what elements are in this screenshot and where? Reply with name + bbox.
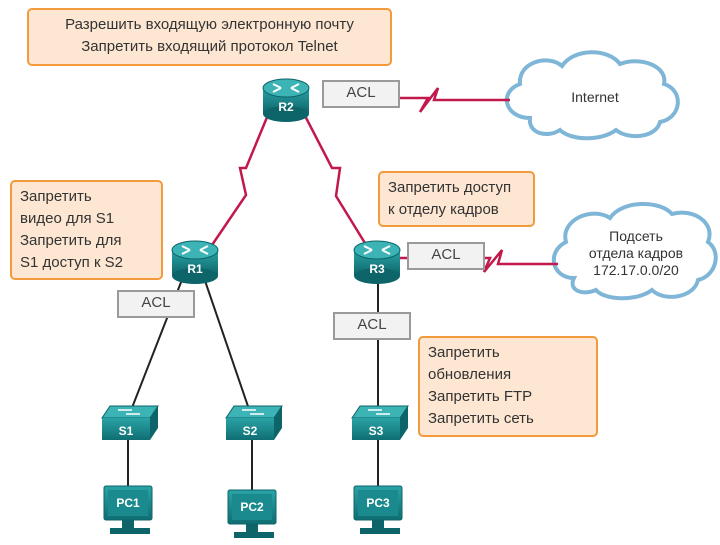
switch-s3[interactable] <box>351 405 409 440</box>
router-r2-label: R2 <box>278 100 294 114</box>
router-r3[interactable] <box>353 240 401 284</box>
serial-link-r2-internet <box>400 87 510 113</box>
note-r2-line-1: Разрешить входящую электронную почту <box>65 16 354 33</box>
note-r1-line-4: S1 доступ к S2 <box>20 254 124 271</box>
switch-s1[interactable] <box>101 405 159 440</box>
serial-link-r2-r3 <box>300 109 370 249</box>
note-r2-line-2: Запретить входящий протокол Telnet <box>81 38 338 55</box>
note-r2-rules: Разрешить входящую электронную почту Зап… <box>27 8 392 66</box>
acl-r3-right[interactable]: ACL <box>407 242 485 270</box>
pc-pc3-label: PC3 <box>366 496 390 510</box>
note-s3-line-4: Запретить сеть <box>428 410 534 427</box>
acl-r1[interactable]: ACL <box>117 290 195 318</box>
router-r3-label: R3 <box>369 262 385 276</box>
note-s3-line-1: Запретить <box>428 344 500 361</box>
serial-link-r2-r1 <box>208 109 272 249</box>
switch-s3-label: S3 <box>368 424 384 438</box>
pc-pc3[interactable] <box>353 485 403 534</box>
switch-s1-label: S1 <box>118 424 134 438</box>
note-s3-line-2: обновления <box>428 366 512 383</box>
internet-label: Internet <box>540 89 650 106</box>
note-s3-line-3: Запретить FTP <box>428 388 533 405</box>
note-r1-line-3: Запретить для <box>20 232 122 249</box>
acl-r2[interactable]: ACL <box>322 80 400 108</box>
router-r1[interactable] <box>171 240 219 284</box>
note-r1-line-2: видео для S1 <box>20 210 115 227</box>
hr-subnet-line-3: 172.17.0.0/20 <box>593 262 679 278</box>
pc-pc2-label: PC2 <box>240 500 264 514</box>
acl-r3-down[interactable]: ACL <box>333 312 411 340</box>
hr-subnet-label: Подсеть отдела кадров 172.17.0.0/20 <box>566 228 706 279</box>
note-r3-line-2: к отделу кадров <box>388 201 499 218</box>
pc-pc1[interactable] <box>103 485 153 534</box>
internet-cloud <box>504 50 680 141</box>
router-r2[interactable] <box>262 78 310 122</box>
router-r1-label: R1 <box>187 262 203 276</box>
hr-subnet-cloud <box>551 201 718 301</box>
note-r3-line-1: Запретить доступ <box>388 179 512 196</box>
internet-label-line-1: Internet <box>571 89 619 105</box>
hr-subnet-line-1: Подсеть <box>609 228 663 244</box>
note-r3-rules: Запретить доступ к отделу кадров <box>378 171 535 227</box>
link-r1-s2 <box>201 271 253 419</box>
ethernet-links <box>127 271 379 492</box>
switch-s2-label: S2 <box>242 424 258 438</box>
pc-pc1-label: PC1 <box>116 496 140 510</box>
hr-subnet-line-2: отдела кадров <box>588 245 684 261</box>
note-r1-line-1: Запретить <box>20 188 92 205</box>
note-s3-rules: Запретить обновления Запретить FTP Запре… <box>418 336 598 437</box>
switch-s2[interactable] <box>225 405 283 440</box>
note-r1-rules: Запретить видео для S1 Запретить для S1 … <box>10 180 163 280</box>
pc-pc2[interactable] <box>227 489 277 538</box>
